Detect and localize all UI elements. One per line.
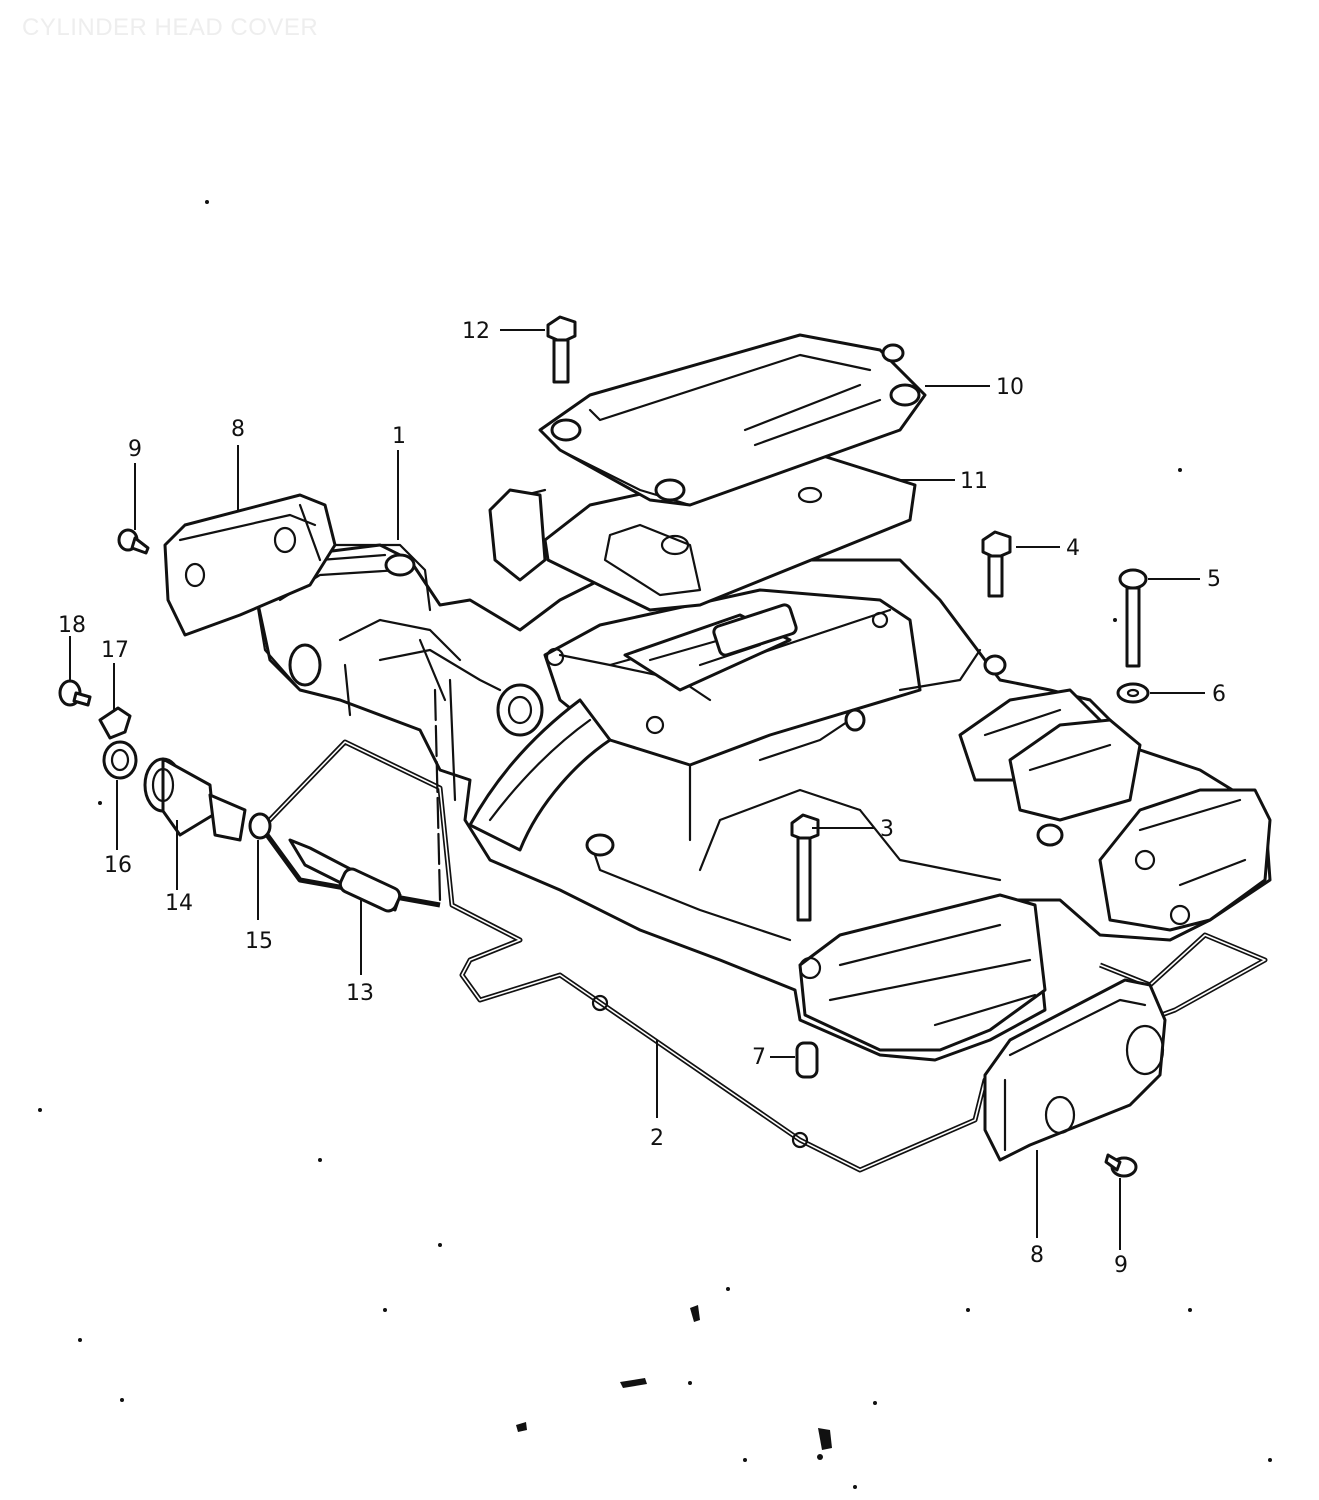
screw-9-left [117,528,150,555]
callout-9-left: 9 [128,437,142,462]
head-cover-body [253,493,1272,1062]
washer-6 [1116,682,1150,704]
bolt-5 [1118,568,1148,668]
bolt-4 [981,530,1012,598]
callout-2: 2 [650,1126,664,1151]
bolt-3 [790,813,820,922]
callouts: 1 2 3 4 5 6 7 8 8 9 9 10 11 12 13 14 15 … [58,319,1226,1278]
breather-cover [488,333,927,582]
leader-lines [69,329,1205,1250]
callout-15: 15 [245,929,273,954]
plug-16 [102,740,138,780]
dowel-7 [795,1041,819,1079]
callout-7: 7 [752,1045,766,1070]
breather-pipe [288,838,402,913]
callout-8-right: 8 [1030,1243,1044,1268]
callout-1: 1 [392,424,406,449]
callout-11: 11 [960,469,988,494]
callout-8-left: 8 [231,417,245,442]
callout-14: 14 [165,891,193,916]
callout-12: 12 [462,319,490,344]
callout-16: 16 [104,853,132,878]
callout-13: 13 [346,981,374,1006]
scan-specks [38,200,1272,1489]
callout-3: 3 [880,817,894,842]
callout-9-right: 9 [1114,1253,1128,1278]
screw-9-right [1104,1153,1138,1178]
bolt-18 [58,679,92,707]
diagram-title: CYLINDER HEAD COVER [22,14,319,41]
callout-6: 6 [1212,682,1226,707]
washer-17 [98,706,132,740]
callout-17: 17 [101,638,129,663]
callout-18: 18 [58,613,86,638]
end-cap-right [983,978,1167,1162]
bolt-12 [546,315,577,384]
callout-10: 10 [996,375,1024,400]
cap-14 [143,757,247,842]
callout-5: 5 [1207,567,1221,592]
end-cap-left [163,493,337,637]
callout-4: 4 [1066,536,1080,561]
o-ring-15 [248,812,272,840]
